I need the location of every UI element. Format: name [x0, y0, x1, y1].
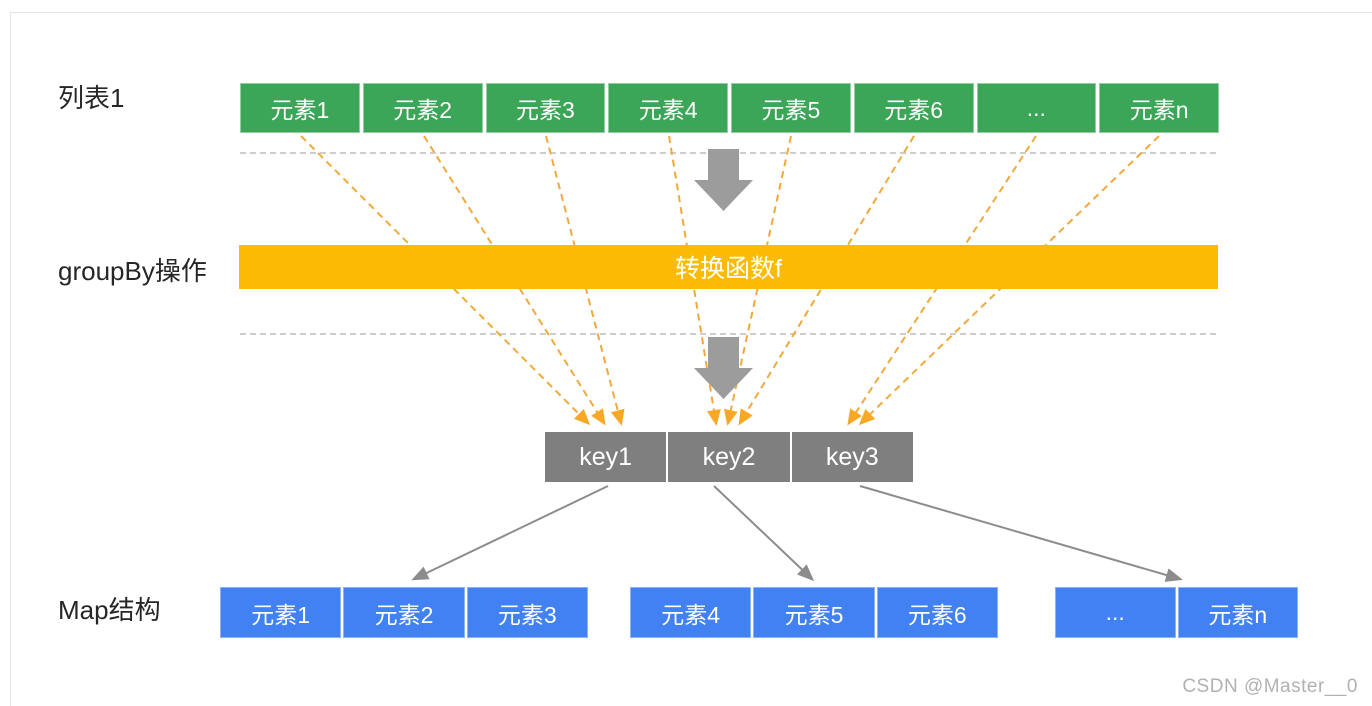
block-arrow-down-2 [694, 337, 753, 399]
map-cell: 元素n [1177, 587, 1298, 638]
arrow-key2-group2 [713, 485, 815, 582]
map-cell: 元素2 [343, 587, 465, 638]
dashed-separator-top [240, 152, 1216, 154]
frame-border-left [10, 12, 11, 706]
arrow-key1-group1 [411, 485, 609, 581]
dashed-separator-bottom [240, 333, 1216, 335]
list-cell: 元素2 [362, 83, 483, 133]
transform-function-label: 转换函数f [675, 255, 782, 283]
label-groupby-operation: groupBy操作 [58, 256, 207, 286]
list-cell: 元素3 [485, 83, 606, 133]
arrow-key3-group3 [859, 485, 1183, 582]
map-cell: 元素3 [466, 587, 588, 638]
key-cell: key3 [791, 432, 913, 482]
key-cell: key2 [668, 432, 790, 482]
map-cell: 元素1 [220, 587, 342, 638]
map-group-2: 元素4 元素5 元素6 [630, 587, 998, 638]
list-cell: 元素n [1099, 83, 1219, 133]
source-list-row: 元素1 元素2 元素3 元素4 元素5 元素6 ... 元素n [240, 83, 1219, 133]
map-group-1: 元素1 元素2 元素3 [220, 587, 588, 638]
csdn-watermark: CSDN @Master__0 [1182, 676, 1358, 697]
key-to-group-arrows [411, 485, 1183, 582]
map-cell: 元素5 [753, 587, 875, 638]
map-cell: 元素4 [630, 587, 752, 638]
keys-row: key1 key2 key3 [545, 432, 913, 482]
list-cell: 元素1 [240, 83, 360, 133]
map-group-3: ... 元素n [1055, 587, 1298, 638]
frame-border-top [10, 12, 1372, 13]
transform-function-bar: 转换函数f [239, 245, 1218, 289]
label-map-structure: Map结构 [58, 595, 161, 625]
list-cell: 元素6 [853, 83, 974, 133]
map-cell: 元素6 [876, 587, 998, 638]
map-cell-ellipsis: ... [1055, 587, 1176, 638]
list-cell: 元素4 [608, 83, 728, 133]
key-cell: key1 [545, 432, 667, 482]
list-cell: 元素5 [731, 83, 851, 133]
label-list1: 列表1 [58, 83, 125, 113]
block-arrow-down-1 [694, 149, 753, 211]
list-cell-ellipsis: ... [976, 83, 1097, 133]
